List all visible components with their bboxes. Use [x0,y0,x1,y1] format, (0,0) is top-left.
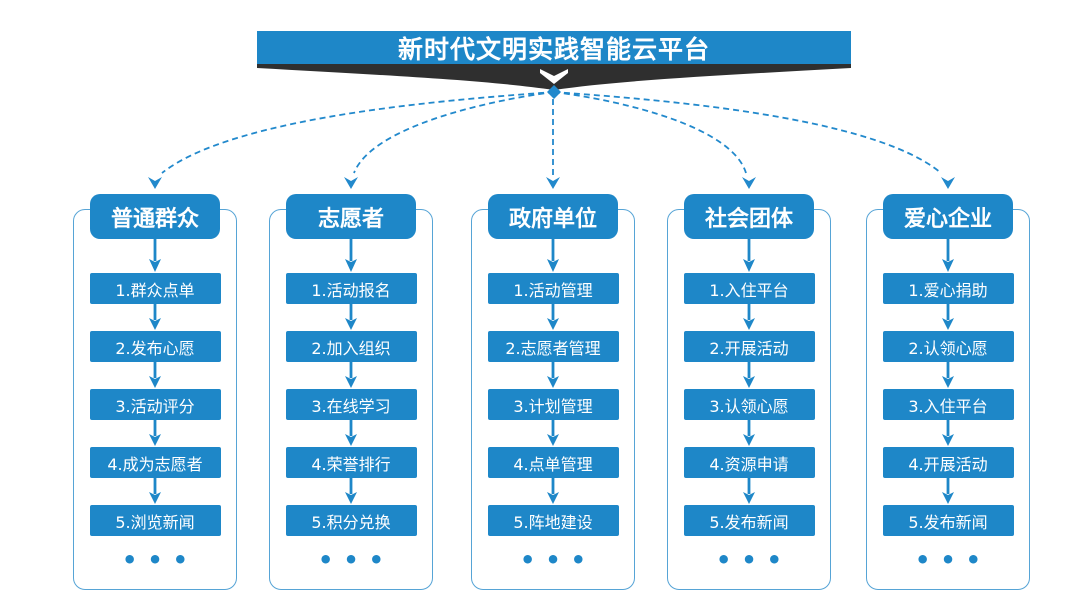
arrowhead-icon [941,177,955,189]
flow-step: 3.在线学习 [285,389,417,420]
role-header-caring-enterprise: 爱心企业 [883,194,1013,239]
down-arrow-icon [345,239,357,272]
platform-title-banner: 新时代文明实践智能云平台 [257,31,851,64]
role-header-volunteer: 志愿者 [286,194,416,239]
down-chevron-icon [540,69,568,84]
flow-step: 4.开展活动 [882,447,1014,478]
platform-title: 新时代文明实践智能云平台 [397,34,710,64]
flow-step: 5.浏览新闻 [89,505,221,536]
flow-step: 5.发布新闻 [882,505,1014,536]
column-general-public: 普通群众 1.群众点单 2.发布心愿 3.活动评分 4.成为志愿者 5.浏览新闻 ••• [73,194,237,590]
down-arrow-icon [942,304,954,330]
down-arrow-icon [743,420,755,446]
flow-stack: 1.群众点单 2.发布心愿 3.活动评分 4.成为志愿者 5.浏览新闻 ••• [74,239,236,572]
flow-step: 2.发布心愿 [89,331,221,362]
flow-step: 2.加入组织 [285,331,417,362]
column-volunteer: 志愿者 1.活动报名 2.加入组织 3.在线学习 4.荣誉排行 5.积分兑换 ••• [269,194,433,590]
flow-step: 5.积分兑换 [285,505,417,536]
flow-step: 2.认领心愿 [882,331,1014,362]
down-arrow-icon [547,478,559,504]
role-header-general-public: 普通群众 [90,194,220,239]
down-arrow-icon [149,420,161,446]
flow-step: 1.活动报名 [285,273,417,304]
connector-to-general-public [161,91,555,174]
more-indicator: ••• [121,546,199,574]
down-arrow-icon [547,304,559,330]
flow-step: 3.认领心愿 [683,389,815,420]
flow-step: 1.入住平台 [683,273,815,304]
down-arrow-icon [547,420,559,446]
flow-step: 4.荣誉排行 [285,447,417,478]
column-social-group: 社会团体 1.入住平台 2.开展活动 3.认领心愿 4.资源申请 5.发布新闻 ••• [667,194,831,590]
arrowhead-icon [148,177,162,189]
role-header-government-unit: 政府单位 [488,194,618,239]
flow-stack: 1.活动管理 2.志愿者管理 3.计划管理 4.点单管理 5.阵地建设 ••• [472,239,634,572]
down-arrow-icon [345,420,357,446]
down-arrow-icon [743,478,755,504]
connector-fan [148,85,955,189]
flow-step: 5.阵地建设 [487,505,619,536]
flow-step: 4.成为志愿者 [89,447,221,478]
banner-shadow-ribbon [257,64,851,90]
more-indicator: ••• [914,546,992,574]
flow-step: 4.资源申请 [683,447,815,478]
column-government-unit: 政府单位 1.活动管理 2.志愿者管理 3.计划管理 4.点单管理 5.阵地建设 ••• [471,194,635,590]
connector-to-caring-enterprise [553,91,942,174]
down-arrow-icon [345,478,357,504]
flow-stack: 1.活动报名 2.加入组织 3.在线学习 4.荣誉排行 5.积分兑换 ••• [270,239,432,572]
down-arrow-icon [149,304,161,330]
arrowhead-icon [344,177,358,189]
connector-to-volunteer [353,91,555,174]
down-arrow-icon [345,362,357,388]
flow-step: 3.活动评分 [89,389,221,420]
down-arrow-icon [942,478,954,504]
down-arrow-icon [942,239,954,272]
down-arrow-icon [149,239,161,272]
more-indicator: ••• [715,546,793,574]
down-arrow-icon [743,239,755,272]
flow-step: 3.入住平台 [882,389,1014,420]
down-arrow-icon [149,362,161,388]
down-arrow-icon [547,239,559,272]
flow-stack: 1.入住平台 2.开展活动 3.认领心愿 4.资源申请 5.发布新闻 ••• [668,239,830,572]
flow-step: 1.爱心捐助 [882,273,1014,304]
flow-step: 5.发布新闻 [683,505,815,536]
flow-step: 2.开展活动 [683,331,815,362]
down-arrow-icon [942,420,954,446]
column-caring-enterprise: 爱心企业 1.爱心捐助 2.认领心愿 3.入住平台 4.开展活动 5.发布新闻 ••• [866,194,1030,590]
down-arrow-icon [942,362,954,388]
flow-step: 3.计划管理 [487,389,619,420]
down-arrow-icon [743,304,755,330]
down-arrow-icon [149,478,161,504]
connector-to-social-group [553,91,747,174]
more-indicator: ••• [519,546,597,574]
arrowhead-icon [546,177,560,189]
down-arrow-icon [743,362,755,388]
more-indicator: ••• [317,546,395,574]
flow-step: 4.点单管理 [487,447,619,478]
flow-step: 2.志愿者管理 [487,331,619,362]
role-header-social-group: 社会团体 [684,194,814,239]
flow-step: 1.群众点单 [89,273,221,304]
down-arrow-icon [345,304,357,330]
arrowhead-icon [742,177,756,189]
flow-step: 1.活动管理 [487,273,619,304]
flow-stack: 1.爱心捐助 2.认领心愿 3.入住平台 4.开展活动 5.发布新闻 ••• [867,239,1029,572]
down-arrow-icon [547,362,559,388]
